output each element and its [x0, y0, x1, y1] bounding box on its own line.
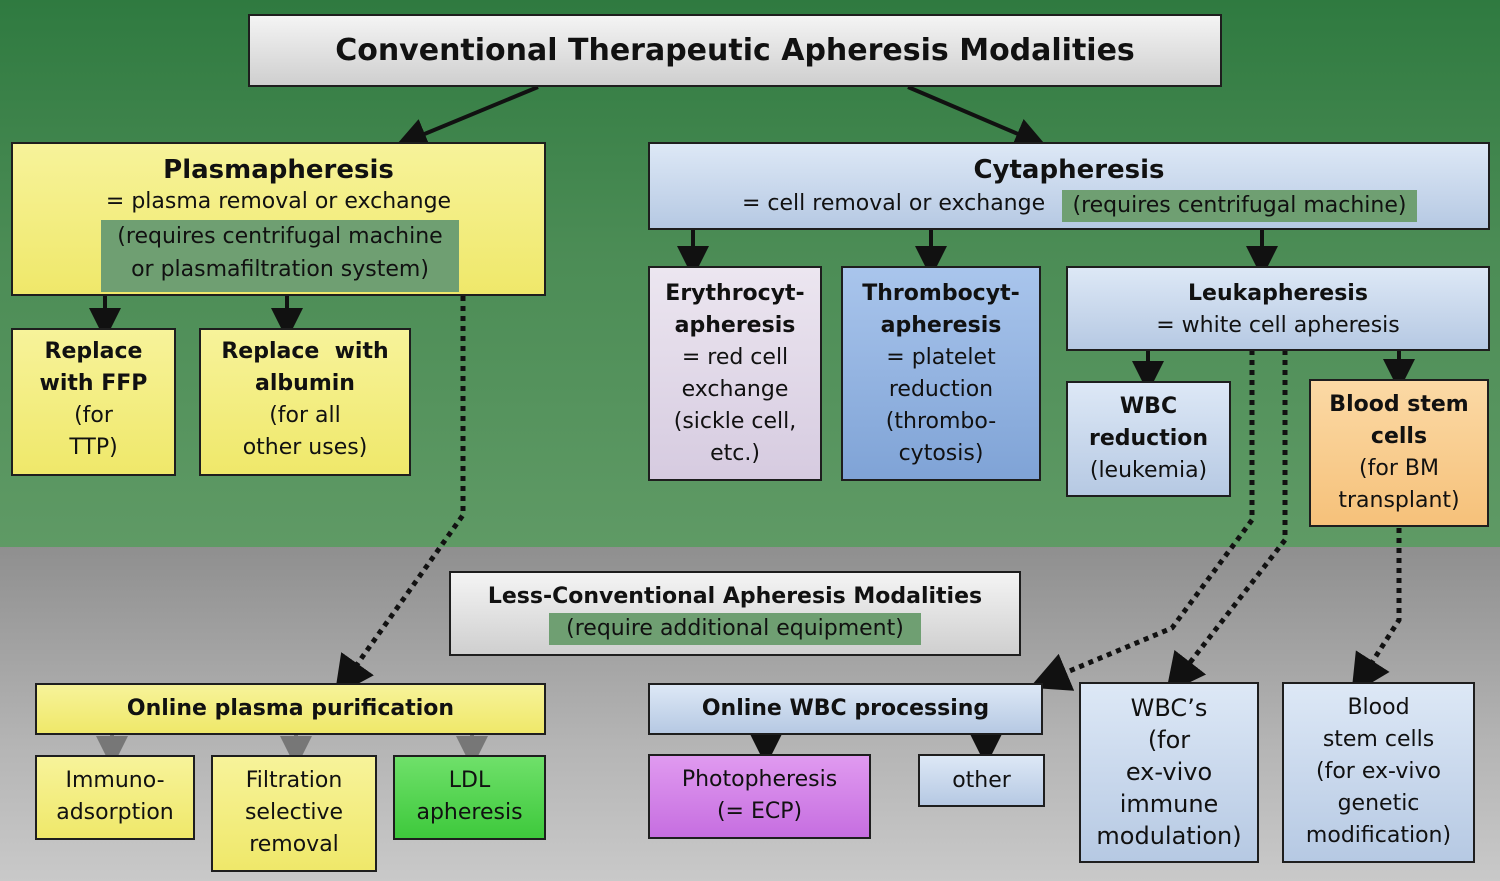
- ldl-line-2: apheresis: [416, 800, 523, 825]
- dotted-plasma-online: [334, 296, 466, 697]
- erythro-line-5: (sickle cell,: [673, 409, 797, 434]
- photo-line-1: Photopheresis: [681, 767, 838, 792]
- online-wbc-box: Online WBC processing: [648, 683, 1043, 735]
- ldl-line-1: LDL: [448, 768, 491, 793]
- erythro-line-3: = red cell: [681, 345, 789, 370]
- filtration-line-3: removal: [249, 832, 339, 857]
- cytapheresis-box: Cytapheresis = cell removal or exchange …: [648, 142, 1490, 230]
- wbcs-line-2: (for: [1147, 726, 1191, 754]
- thrombo-line-1: Thrombocyt-: [862, 281, 1020, 306]
- filtration-line-1: Filtration: [245, 768, 343, 793]
- immuno-line-2: adsorption: [56, 800, 174, 825]
- leuka-def: = white cell apheresis: [1156, 313, 1400, 338]
- leukapheresis-box: Leukapheresis = white cell apheresis: [1066, 266, 1490, 351]
- thrombo-line-2: apheresis: [880, 313, 1002, 338]
- online-plasma-title: Online plasma purification: [126, 696, 455, 721]
- plasmapheresis-note-2: or plasmafiltration system): [131, 257, 429, 282]
- stem2-line-2: stem cells: [1322, 727, 1435, 752]
- less-conventional-note: (require additional equipment): [549, 613, 921, 645]
- plasmapheresis-note-1: (requires centrifugal machine: [117, 224, 443, 249]
- blood-stem-genetic-box: Blood stem cells (for ex-vivo genetic mo…: [1282, 682, 1475, 863]
- less-conventional-title: Less-Conventional Apheresis Modalities: [487, 584, 983, 609]
- plasmapheresis-box: Plasmapheresis = plasma removal or excha…: [11, 142, 546, 296]
- cytapheresis-title: Cytapheresis: [973, 155, 1165, 185]
- plasmapheresis-note: (requires centrifugal machine or plasmaf…: [101, 220, 459, 292]
- wbcs-line-1: WBC’s: [1130, 694, 1208, 722]
- erythrocytapheresis-box: Erythrocyt- apheresis = red cell exchang…: [648, 266, 822, 481]
- stem2-line-3: (for ex-vivo: [1316, 759, 1441, 784]
- erythro-line-4: exchange: [681, 377, 789, 402]
- online-wbc-title: Online WBC processing: [701, 696, 990, 721]
- thrombo-line-4: reduction: [888, 377, 994, 402]
- blood-stem-line-3: (for BM: [1359, 456, 1439, 481]
- erythro-line-2: apheresis: [674, 313, 796, 338]
- dotted-stem-stem2: [1351, 528, 1402, 695]
- photopheresis-box: Photopheresis (= ECP): [648, 754, 871, 839]
- blood-stem-line-2: cells: [1370, 424, 1428, 449]
- wbc-reduction-line-3: (leukemia): [1089, 458, 1208, 483]
- immunoadsorption-box: Immuno- adsorption: [35, 755, 195, 840]
- erythro-line-6: etc.): [710, 441, 760, 466]
- wbc-reduction-line-2: reduction: [1088, 426, 1209, 451]
- photo-line-2: (= ECP): [716, 799, 803, 824]
- blood-stem-line-4: transplant): [1338, 488, 1460, 513]
- replace-ffp-line-1: Replace: [44, 339, 143, 364]
- replace-albumin-line-2: albumin: [255, 371, 355, 396]
- cytapheresis-def: = cell removal or exchange: [742, 191, 1046, 216]
- replace-albumin-line-1: Replace with: [221, 339, 389, 364]
- thrombo-line-5: (thrombo-: [885, 409, 997, 434]
- main-title-box: Conventional Therapeutic Apheresis Modal…: [248, 14, 1222, 87]
- blood-stem-line-1: Blood stem: [1329, 392, 1469, 417]
- replace-ffp-box: Replace with FFP (for TTP): [11, 328, 176, 476]
- wbcs-line-5: modulation): [1096, 822, 1242, 850]
- ldl-apheresis-box: LDL apheresis: [393, 755, 546, 840]
- replace-ffp-line-2: with FFP: [39, 371, 148, 396]
- other-box: other: [918, 754, 1045, 807]
- dotted-leuka-onlinewbc: [1029, 350, 1255, 691]
- arrow-title-cytapheresis: [907, 85, 1047, 149]
- replace-albumin-line-3: (for all: [269, 403, 341, 428]
- stem2-line-1: Blood: [1347, 695, 1410, 720]
- leuka-title: Leukapheresis: [1188, 281, 1368, 306]
- replace-albumin-line-4: other uses): [242, 435, 368, 460]
- replace-ffp-line-3: (for: [74, 403, 113, 428]
- wbc-reduction-line-1: WBC: [1119, 394, 1178, 419]
- other-label: other: [952, 768, 1011, 793]
- plasmapheresis-title: Plasmapheresis: [163, 155, 394, 185]
- less-conventional-box: Less-Conventional Apheresis Modalities (…: [449, 571, 1021, 656]
- wbcs-ex-vivo-box: WBC’s (for ex-vivo immune modulation): [1079, 682, 1259, 863]
- stem2-line-5: modification): [1305, 823, 1452, 848]
- filtration-line-2: selective: [244, 800, 344, 825]
- cytapheresis-note: (requires centrifugal machine): [1062, 190, 1417, 222]
- stem2-line-4: genetic: [1337, 791, 1420, 816]
- wbcs-line-3: ex-vivo: [1125, 758, 1213, 786]
- replace-ffp-line-4: TTP): [69, 435, 118, 460]
- immuno-line-1: Immuno-: [65, 768, 165, 793]
- main-title: Conventional Therapeutic Apheresis Modal…: [335, 33, 1135, 68]
- online-plasma-box: Online plasma purification: [35, 683, 546, 735]
- thrombo-line-6: cytosis): [898, 441, 984, 466]
- wbcs-line-4: immune: [1119, 790, 1219, 818]
- wbc-reduction-box: WBC reduction (leukemia): [1066, 381, 1231, 497]
- thrombocytapheresis-box: Thrombocyt- apheresis = platelet reducti…: [841, 266, 1041, 481]
- arrow-title-plasmapheresis: [395, 85, 539, 149]
- thrombo-line-3: = platelet: [886, 345, 996, 370]
- erythro-line-1: Erythrocyt-: [665, 281, 805, 306]
- dotted-leuka-wbcs: [1165, 350, 1288, 694]
- blood-stem-cells-box: Blood stem cells (for BM transplant): [1309, 379, 1489, 527]
- filtration-box: Filtration selective removal: [211, 755, 377, 872]
- replace-albumin-box: Replace with albumin (for all other uses…: [199, 328, 411, 476]
- plasmapheresis-def: = plasma removal or exchange: [105, 189, 452, 214]
